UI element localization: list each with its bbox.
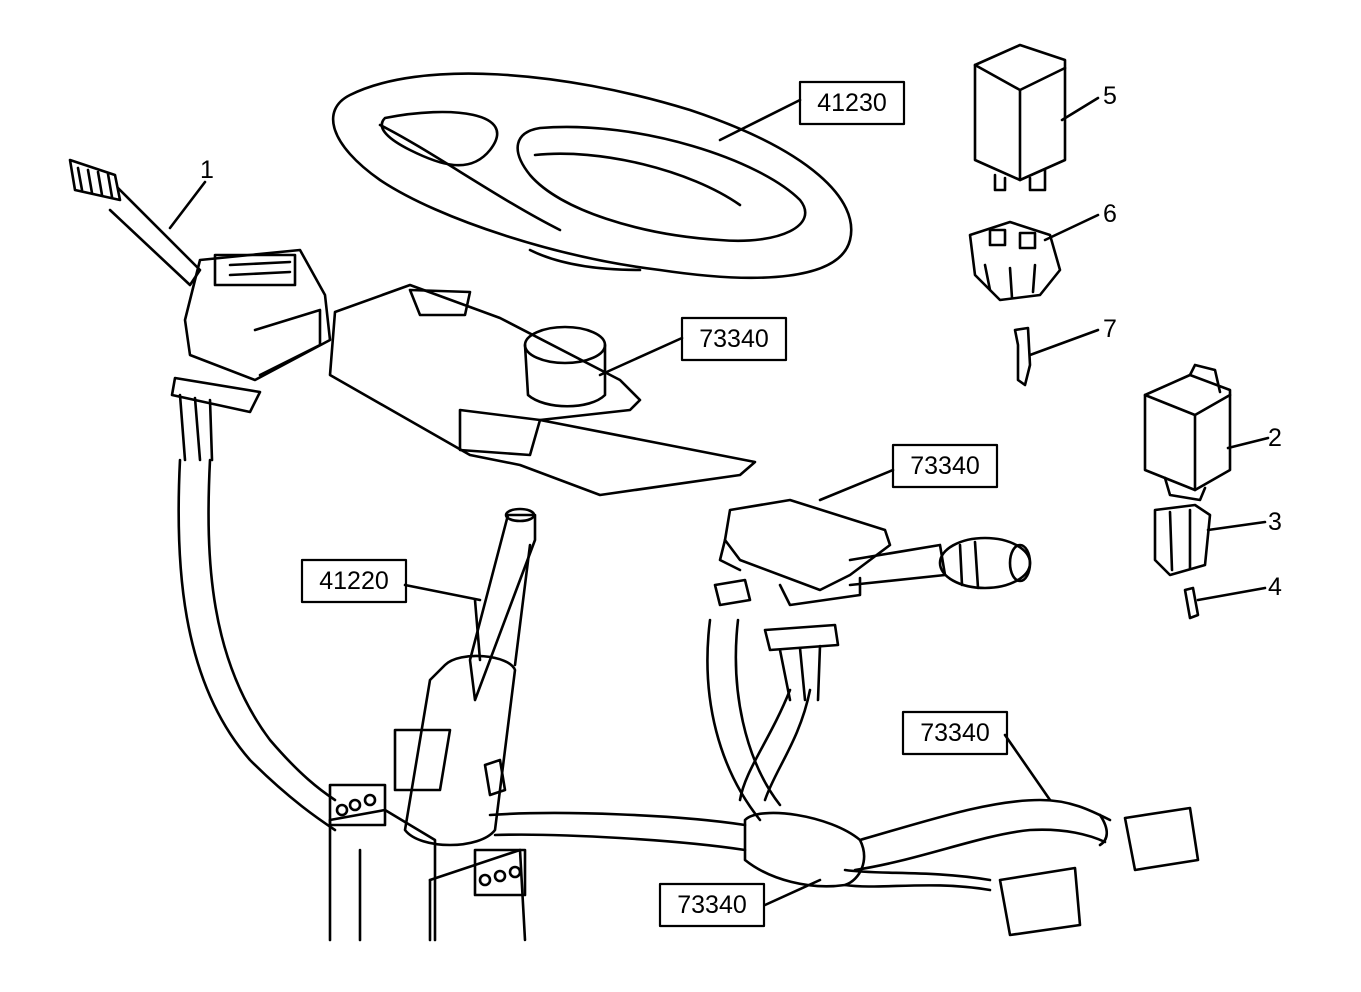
svg-text:73340: 73340 — [699, 325, 769, 353]
leader-1 — [168, 180, 207, 230]
svg-text:41220: 41220 — [319, 567, 389, 595]
leader-6 — [1043, 213, 1100, 242]
steering-wheel — [332, 72, 853, 280]
callout-1: 1 — [200, 156, 214, 184]
leader-41230 — [718, 98, 802, 142]
leader-4 — [1196, 586, 1267, 602]
terminal-4 — [1183, 586, 1200, 620]
ref-box-73340-harness-right: 73340 — [901, 710, 1009, 756]
ref-box-73340-cover: 73340 — [680, 316, 788, 362]
ref-box-73340-switch: 73340 — [891, 443, 999, 489]
leader-5 — [1060, 96, 1100, 122]
svg-text:41230: 41230 — [817, 89, 887, 117]
callout-5: 5 — [1103, 82, 1117, 110]
svg-text:73340: 73340 — [910, 452, 980, 480]
connector-left — [170, 376, 262, 462]
leader-2 — [1226, 436, 1270, 450]
leader-3 — [1206, 520, 1267, 532]
harness-left — [177, 458, 337, 832]
column-cover — [328, 283, 757, 497]
column-housing — [328, 783, 527, 942]
ref-box-73340-harness-lower: 73340 — [658, 882, 766, 928]
callout-7: 7 — [1103, 315, 1117, 343]
svg-text:73340: 73340 — [677, 891, 747, 919]
callout-2: 2 — [1268, 424, 1282, 452]
callout-4: 4 — [1268, 573, 1282, 601]
relay-5 — [973, 43, 1067, 192]
terminal-7 — [1013, 326, 1032, 387]
leader-41220 — [403, 583, 482, 602]
leader-73340-switch — [818, 468, 895, 502]
svg-text:73340: 73340 — [920, 719, 990, 747]
relay-socket-6 — [968, 220, 1062, 302]
leader-73340-cover — [598, 336, 684, 377]
relay-socket-3 — [1153, 503, 1212, 577]
leader-7 — [1028, 328, 1100, 357]
combination-switch-left — [68, 158, 332, 382]
ref-box-41230: 41230 — [798, 80, 906, 126]
main-harness — [488, 798, 1200, 937]
leader-73340-harness-lower — [763, 878, 822, 907]
ref-box-41220: 41220 — [300, 558, 408, 604]
relay-2 — [1143, 363, 1232, 502]
leader-73340-harness-right — [1003, 733, 1052, 802]
callout-3: 3 — [1268, 508, 1282, 536]
callout-6: 6 — [1103, 200, 1117, 228]
combination-switch-right — [718, 498, 1032, 607]
harness-right-branches — [706, 578, 840, 822]
steering-column — [393, 507, 537, 847]
